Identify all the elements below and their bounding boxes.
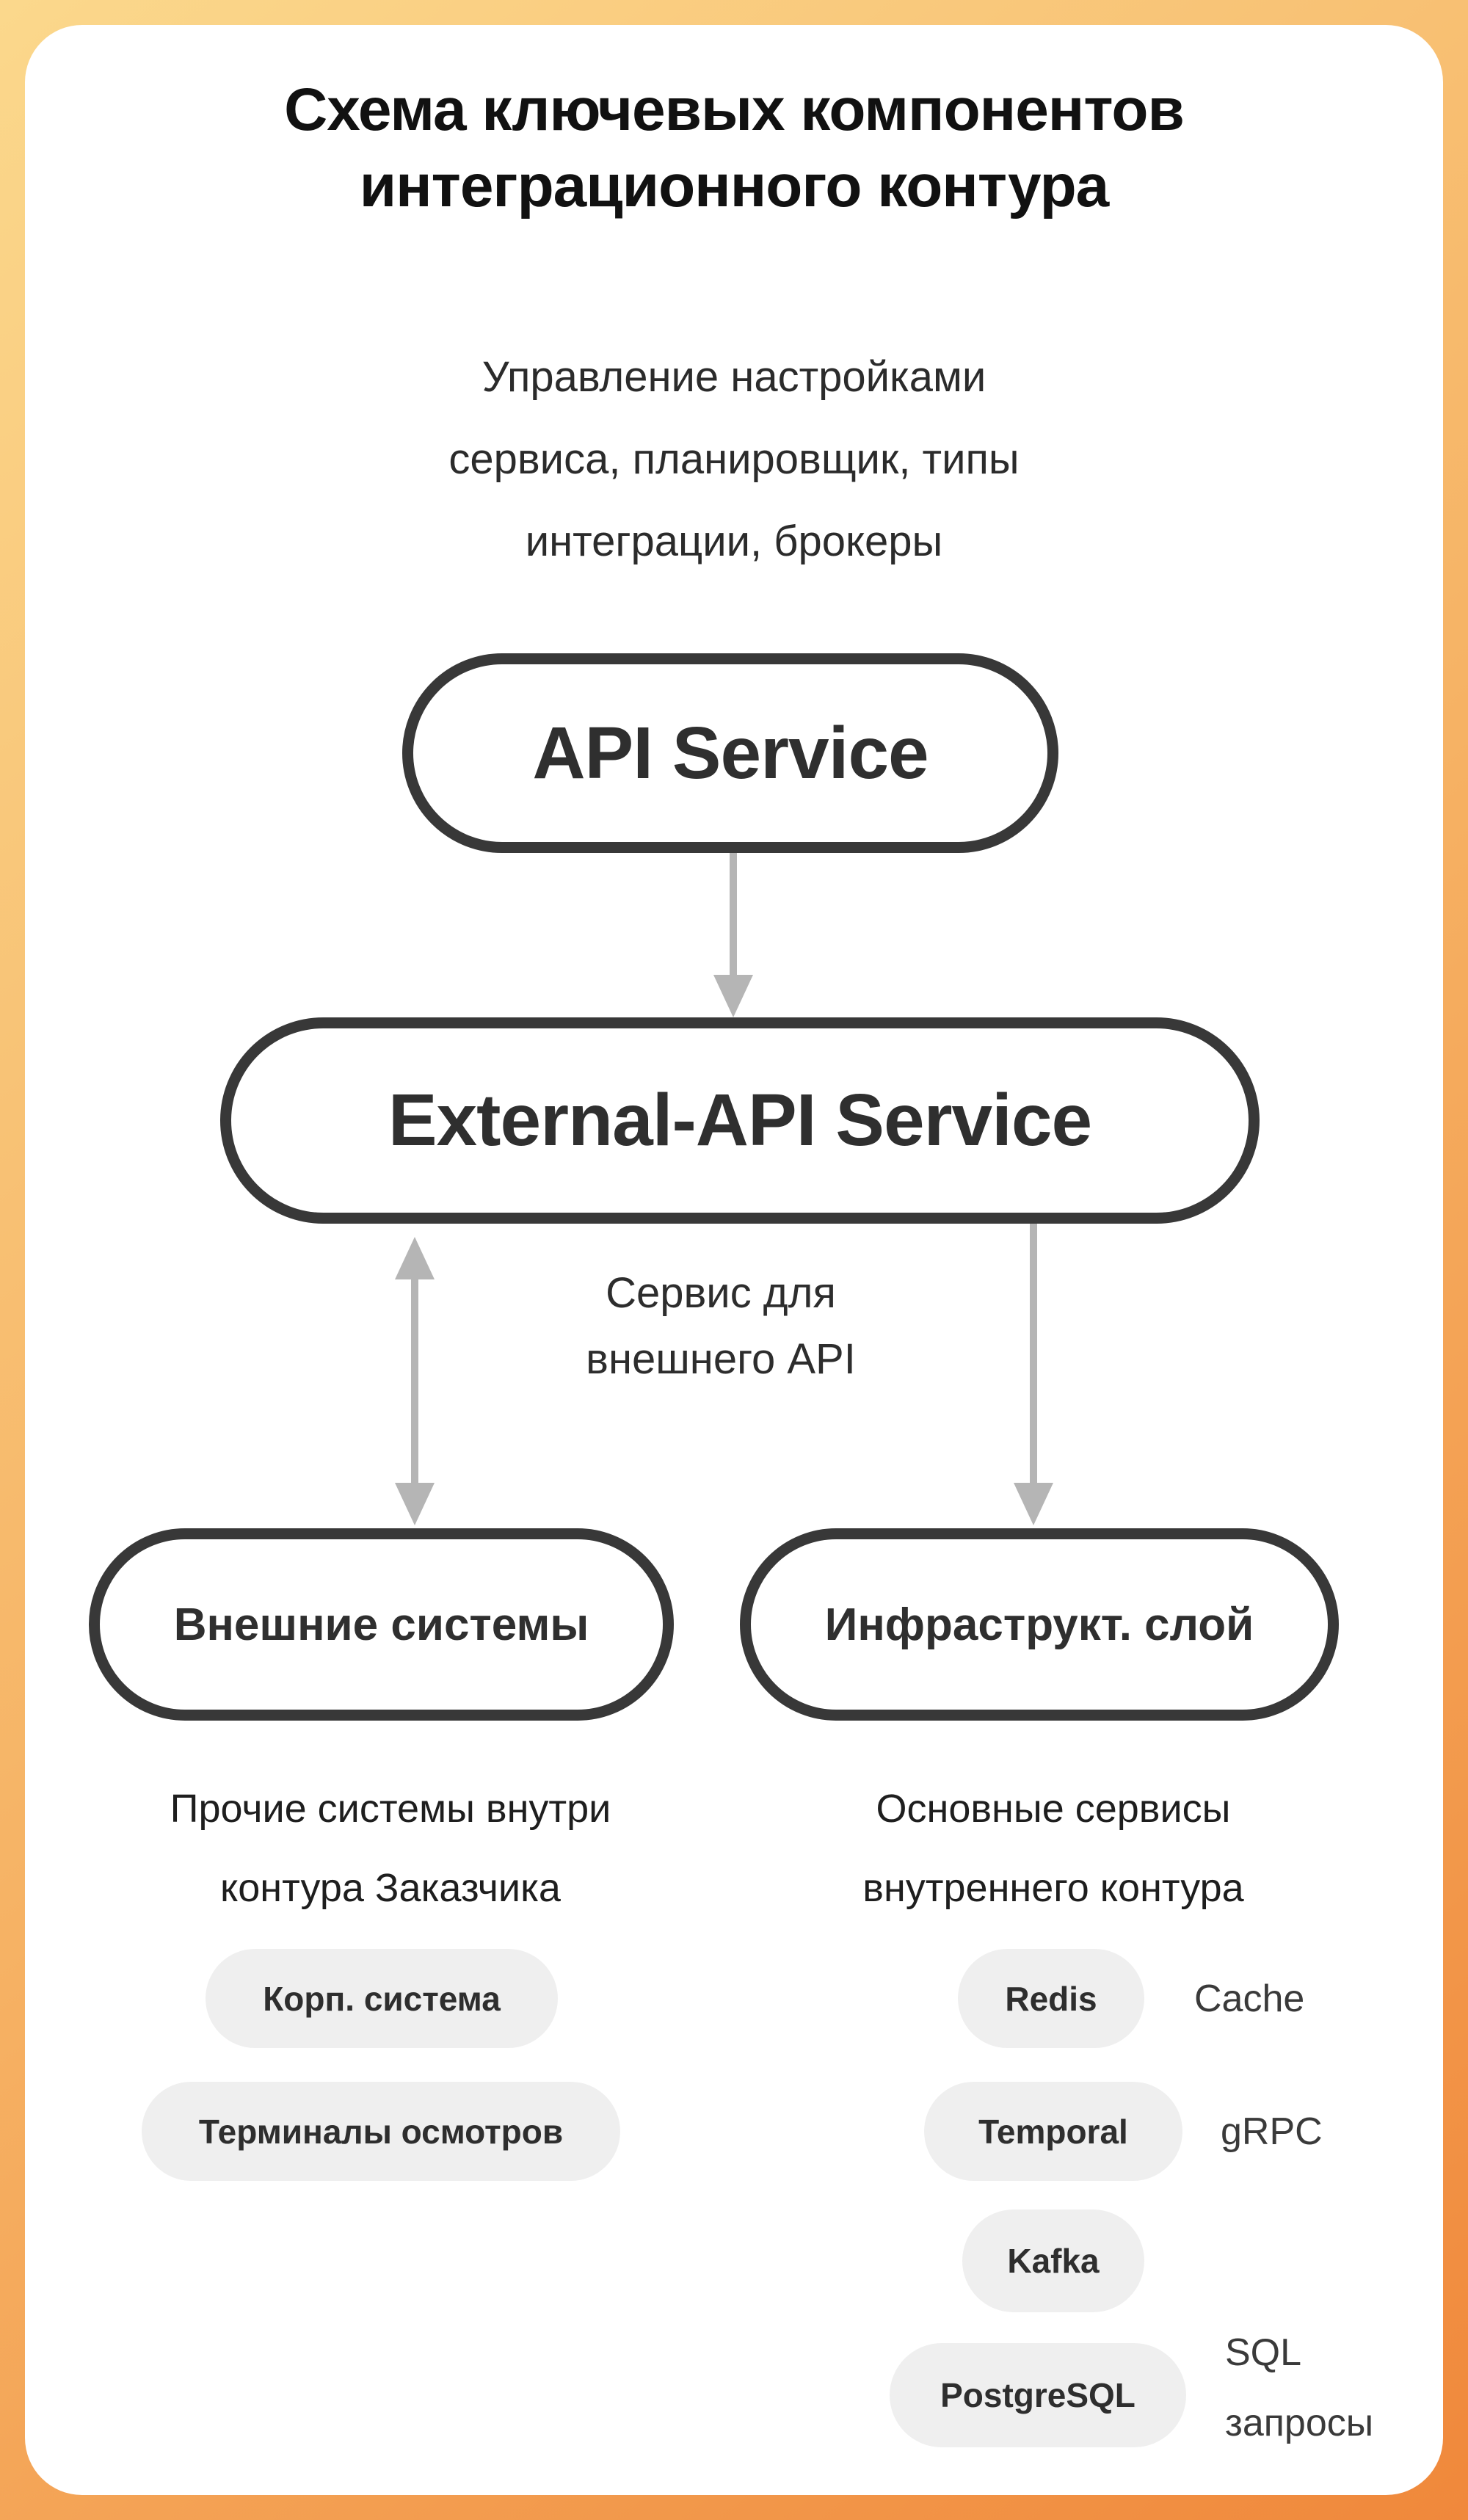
note-sql-zaprosy: SQL запросы bbox=[1225, 2317, 1373, 2458]
node-external-systems-label: Внешние системы bbox=[173, 1599, 589, 1650]
arrow-external-to-infra-shaft bbox=[1030, 1224, 1037, 1484]
arrow-external-to-systems-shaft bbox=[411, 1278, 418, 1484]
page-title-line-2: интеграционного контура bbox=[359, 153, 1110, 219]
external-systems-caption: Прочие системы внутри контура Заказчика bbox=[97, 1769, 684, 1928]
external-systems-caption-line-1: Прочие системы внутри bbox=[170, 1787, 611, 1831]
page-title-line-1: Схема ключевых компонентов bbox=[284, 76, 1185, 143]
tag-redis-label: Redis bbox=[1005, 1979, 1097, 2018]
tag-korp-sistema-label: Корп. система bbox=[263, 1979, 501, 2018]
note-sql-line-2: запросы bbox=[1225, 2402, 1374, 2444]
node-external-api-service-label: External-API Service bbox=[388, 1079, 1092, 1161]
external-systems-caption-line-2: контура Заказчика bbox=[220, 1866, 561, 1910]
note-cache: Cache bbox=[1194, 1977, 1305, 2020]
arrow-api-to-external-shaft bbox=[730, 853, 737, 978]
arrow-external-to-systems-up-head-icon bbox=[395, 1237, 435, 1279]
tag-redis: Redis bbox=[958, 1949, 1144, 2048]
note-grpc: gRPC bbox=[1221, 2110, 1323, 2153]
arrow-external-to-infra-head-icon bbox=[1014, 1483, 1053, 1525]
arrow-api-to-external-head-icon bbox=[713, 975, 753, 1017]
page-subtitle-line-3: интеграции, брокеры bbox=[525, 518, 943, 565]
note-sql-line-1: SQL bbox=[1225, 2331, 1302, 2374]
tag-kafka-label: Kafka bbox=[1007, 2242, 1100, 2280]
page-subtitle: Управление настройками сервиса, планиров… bbox=[25, 336, 1443, 583]
node-api-service-label: API Service bbox=[532, 711, 929, 794]
page-subtitle-line-1: Управление настройками bbox=[482, 353, 986, 401]
node-infra-layer: Инфраструкт. слой bbox=[740, 1528, 1339, 1721]
tag-postgresql: PostgreSQL bbox=[890, 2343, 1186, 2447]
tag-korp-sistema: Корп. система bbox=[206, 1949, 558, 2048]
node-external-api-service: External-API Service bbox=[220, 1017, 1260, 1224]
tag-postgresql-label: PostgreSQL bbox=[940, 2376, 1135, 2414]
external-api-annotation: Сервис для внешнего API bbox=[501, 1260, 941, 1392]
diagram-card: Схема ключевых компонентов интеграционно… bbox=[25, 25, 1443, 2495]
infra-layer-caption: Основные сервисы внутреннего контура bbox=[760, 1769, 1347, 1928]
node-infra-layer-label: Инфраструкт. слой bbox=[824, 1599, 1254, 1650]
infra-layer-caption-line-2: внутреннего контура bbox=[862, 1866, 1244, 1910]
tag-temporal-label: Temporal bbox=[978, 2112, 1128, 2151]
tag-temporal: Temporal bbox=[924, 2082, 1182, 2181]
node-api-service: API Service bbox=[402, 653, 1058, 853]
tag-kafka: Kafka bbox=[962, 2209, 1144, 2312]
tag-terminaly-osmotrov: Терминалы осмотров bbox=[142, 2082, 620, 2181]
node-external-systems: Внешние системы bbox=[89, 1528, 674, 1721]
external-api-annotation-line-2: внешнего API bbox=[586, 1335, 856, 1383]
external-api-annotation-line-1: Сервис для bbox=[606, 1269, 836, 1317]
page-subtitle-line-2: сервиса, планировщик, типы bbox=[448, 435, 1020, 483]
infra-layer-caption-line-1: Основные сервисы bbox=[876, 1787, 1231, 1831]
arrow-external-to-systems-down-head-icon bbox=[395, 1483, 435, 1525]
tag-terminaly-osmotrov-label: Терминалы осмотров bbox=[198, 2112, 564, 2151]
page-title: Схема ключевых компонентов интеграционно… bbox=[25, 72, 1443, 225]
